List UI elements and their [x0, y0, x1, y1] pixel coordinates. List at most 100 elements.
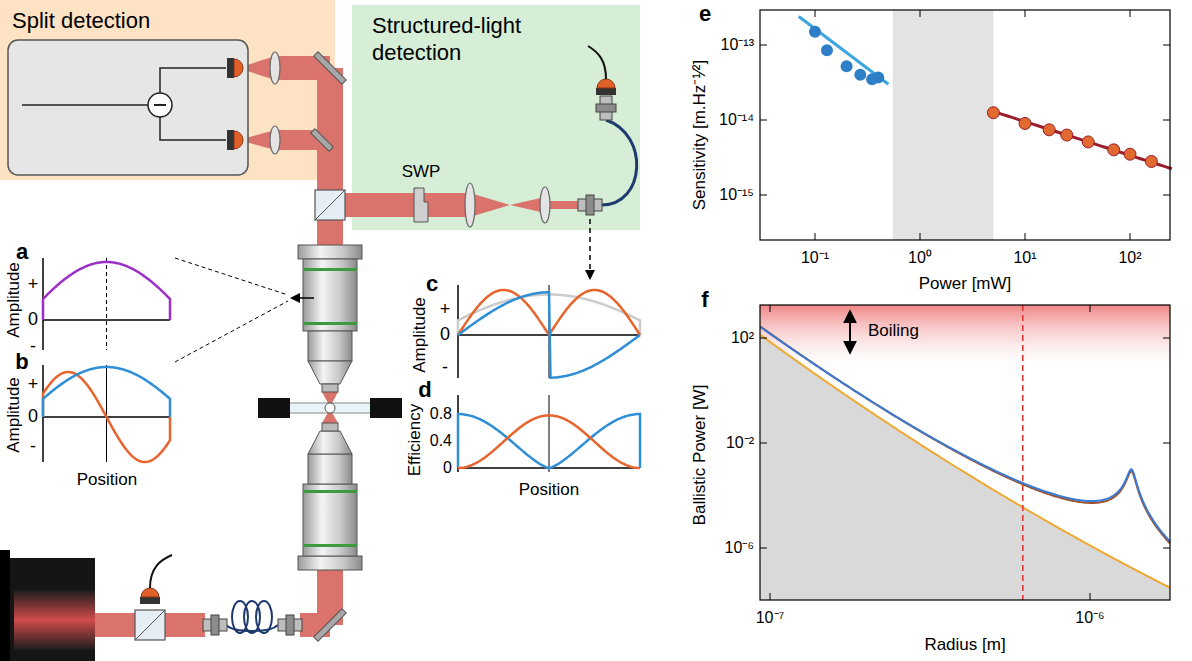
fiber-coil [256, 601, 272, 633]
lens [540, 187, 550, 223]
objective-ring [303, 322, 357, 325]
tick [1163, 338, 1170, 339]
objective-body [303, 259, 357, 331]
tick-label: - [30, 337, 36, 357]
efficiency-curve [458, 414, 640, 468]
objective-barrel [308, 331, 352, 361]
tick-label: 10⁰ [908, 249, 932, 267]
tick [770, 305, 771, 312]
power-curve [760, 327, 1170, 542]
beam-splitter [135, 610, 165, 640]
axis-title: Radius [m] [924, 636, 1005, 655]
mirror [314, 609, 347, 642]
tick-label: 0 [28, 407, 38, 427]
tick [1090, 305, 1091, 312]
laser-plate [0, 550, 10, 661]
data-point [821, 44, 833, 56]
fiber-coupler [578, 195, 602, 215]
tick [1163, 45, 1170, 46]
tick-label: 10² [1118, 249, 1141, 267]
axis-title: Amplitude [411, 297, 430, 373]
tick [1163, 548, 1170, 549]
coupler-flange [286, 615, 294, 635]
tick-label: 10¹ [1013, 249, 1036, 267]
panel-title: Split detection [12, 8, 312, 35]
data-point [1124, 148, 1136, 160]
objective-cap [298, 245, 362, 259]
objective-ring [303, 490, 357, 493]
tick-label: 0 [28, 310, 38, 330]
lens [270, 126, 280, 154]
data-point [1043, 124, 1055, 136]
lens [270, 52, 280, 84]
tick-label: 10² [731, 329, 754, 347]
tick [760, 45, 767, 46]
coupler-flange [596, 104, 616, 112]
radius-marker [1022, 305, 1024, 600]
axis-title: Power [mW] [919, 275, 1012, 294]
photodiode [227, 130, 243, 150]
tick-label: 0.4 [430, 432, 452, 450]
fit-line [993, 111, 1171, 168]
tick [1163, 443, 1170, 444]
tick-label: 10⁻⁶ [1075, 609, 1104, 627]
fiber-coupler [596, 96, 616, 120]
photodiode-dome [234, 59, 243, 77]
dashed-arrow [589, 219, 591, 278]
data-point [1108, 144, 1120, 156]
objective-body [303, 484, 357, 556]
tick-label: 10⁻⁷ [756, 609, 785, 627]
minus-sign [154, 104, 166, 106]
center-line [549, 395, 550, 472]
plot-frame [760, 305, 1170, 600]
cable [588, 46, 606, 79]
tick-label: + [440, 300, 451, 320]
optical-fiber [602, 120, 637, 205]
lens [465, 183, 475, 227]
photodiode [140, 588, 160, 604]
tick-label: 10⁻² [726, 434, 754, 452]
sample-holder [370, 398, 402, 418]
beam-splitter-diagonal [135, 610, 165, 640]
focused-beam [470, 193, 545, 217]
mode-curve [43, 372, 170, 462]
tick-label: - [442, 358, 448, 378]
tick-label: 10⁻¹³ [721, 36, 754, 54]
axis-title: Amplitude [5, 377, 24, 453]
tick [760, 195, 767, 196]
dashed-leader [175, 258, 288, 295]
objective-ring [303, 268, 357, 271]
photodiode-dome [597, 79, 615, 88]
panel-letter: e [699, 2, 711, 26]
component-label: SWP [402, 163, 441, 182]
gap-band [893, 10, 994, 240]
beam-splitter-diagonal [315, 190, 345, 220]
beam-splitter [315, 190, 345, 220]
data-point [854, 69, 866, 81]
tick [1130, 10, 1131, 17]
axis-title: Position [519, 481, 579, 500]
axis-title: Amplitude [5, 262, 24, 338]
coupler-flange [586, 195, 594, 215]
objective-nose [308, 431, 352, 454]
panel-letter: b [15, 350, 28, 374]
tick [920, 233, 921, 240]
tick [1163, 195, 1170, 196]
data-point [872, 71, 884, 83]
power-curve [760, 335, 1170, 588]
tick-label: 0 [443, 459, 452, 477]
tick-label: + [28, 375, 39, 395]
plot-frame [760, 10, 1170, 240]
laser-beam [343, 193, 470, 217]
balanced-detector [8, 40, 248, 175]
mirror [311, 129, 334, 152]
center-line [106, 258, 107, 350]
coupler-flange [211, 615, 219, 635]
data-point [1061, 129, 1073, 141]
objective-cap [298, 556, 362, 570]
data-point [1082, 136, 1094, 148]
tick [760, 338, 767, 339]
objective-lens [298, 245, 362, 392]
tick-label: 0.8 [430, 405, 452, 423]
